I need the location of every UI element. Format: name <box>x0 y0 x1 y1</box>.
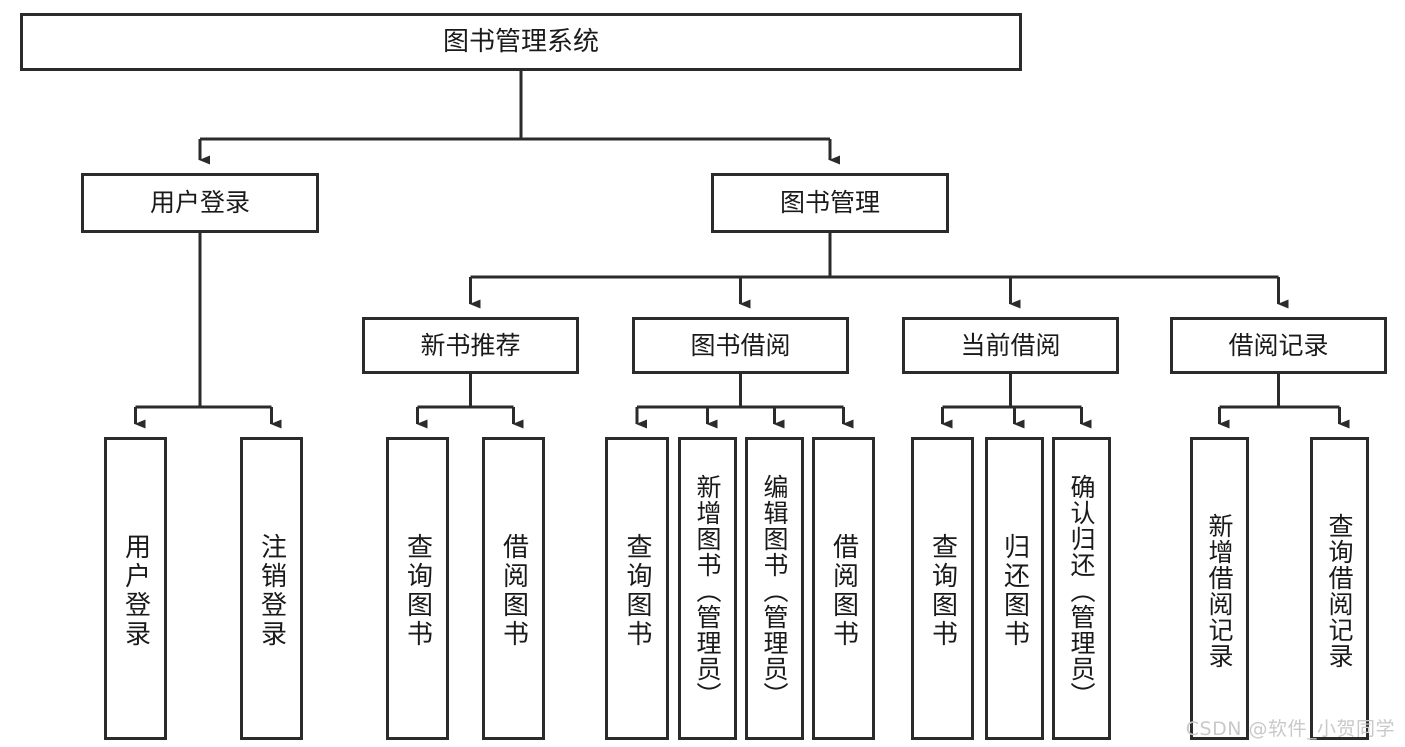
node-leaf-nb-b[interactable]: 借阅图书 <box>482 437 545 740</box>
node-l3b[interactable]: 图书借阅 <box>632 317 849 374</box>
node-leaf-bb-bor[interactable]: 借阅图书 <box>812 437 875 740</box>
node-label: 查询图书 <box>402 532 433 649</box>
node-label: 新增借阅记录 <box>1205 512 1234 669</box>
node-label: 查询借阅记录 <box>1325 512 1354 669</box>
node-leaf-rec-a[interactable]: 新增借阅记录 <box>1190 437 1249 740</box>
node-label: 当前借阅 <box>960 330 1061 360</box>
node-label: 借阅图书 <box>828 532 859 649</box>
node-label: 编辑图书（管理员） <box>760 473 789 708</box>
node-label: 查询图书 <box>622 532 652 649</box>
node-leaf-bb-q[interactable]: 查询图书 <box>605 437 669 740</box>
node-leaf-cb-q[interactable]: 查询图书 <box>911 437 974 740</box>
node-l3d[interactable]: 借阅记录 <box>1170 317 1387 374</box>
node-leaf-nb-q[interactable]: 查询图书 <box>386 437 449 740</box>
node-label: 图书管理 <box>779 188 880 218</box>
node-label: 确认归还（管理员） <box>1067 473 1096 708</box>
node-l2b[interactable]: 图书管理 <box>711 173 949 233</box>
node-label: 新书推荐 <box>420 330 521 360</box>
node-label: 查询图书 <box>927 532 958 649</box>
node-label: 图书管理系统 <box>442 26 599 57</box>
node-label: 新增图书（管理员） <box>693 473 722 708</box>
node-label: 用户登录 <box>120 532 151 649</box>
node-leaf-rec-q[interactable]: 查询借阅记录 <box>1310 437 1369 740</box>
csdn-watermark: CSDN @软件_小贺同学 <box>1185 718 1395 740</box>
node-leaf-login[interactable]: 用户登录 <box>104 437 167 740</box>
node-leaf-cb-ret[interactable]: 归还图书 <box>985 437 1044 740</box>
node-l3a[interactable]: 新书推荐 <box>362 317 579 374</box>
node-leaf-bb-add[interactable]: 新增图书（管理员） <box>678 437 737 740</box>
node-l2a[interactable]: 用户登录 <box>81 173 319 233</box>
node-leaf-cb-cf[interactable]: 确认归还（管理员） <box>1052 437 1111 740</box>
node-label: 注销登录 <box>256 532 287 649</box>
node-label: 借阅图书 <box>498 532 529 649</box>
node-label: 图书借阅 <box>690 330 791 360</box>
node-leaf-logout[interactable]: 注销登录 <box>240 437 303 740</box>
node-label: 归还图书 <box>999 532 1030 649</box>
node-l3c[interactable]: 当前借阅 <box>902 317 1119 374</box>
node-leaf-bb-ed[interactable]: 编辑图书（管理员） <box>745 437 804 740</box>
node-label: 用户登录 <box>149 188 250 218</box>
node-root[interactable]: 图书管理系统 <box>20 13 1022 71</box>
node-label: 借阅记录 <box>1228 330 1329 360</box>
